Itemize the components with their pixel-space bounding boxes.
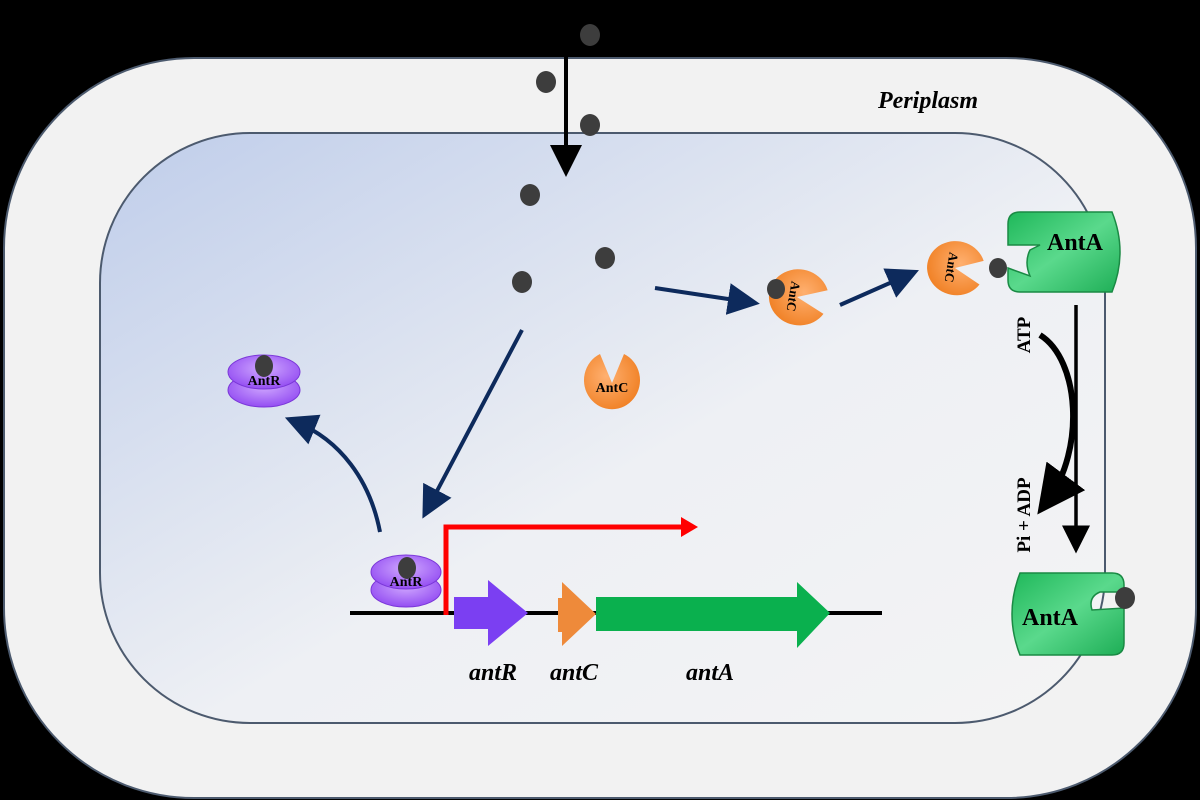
gene-label-antr: antR: [469, 660, 517, 686]
molecule: [536, 71, 556, 93]
molecule: [989, 258, 1007, 278]
antr-released: AntR: [227, 354, 301, 408]
pathway-arrows: [284, 268, 919, 533]
atp-hydrolysis-arrow: [1037, 332, 1086, 515]
antc-bound: AntC: [768, 269, 828, 326]
molecule: [512, 271, 532, 293]
atp-label: ATP: [1014, 316, 1035, 353]
antr-bound: AntR: [370, 554, 442, 608]
molecule: [1115, 587, 1135, 609]
promoter-arrow: [443, 524, 683, 615]
svg-text:AntC: AntC: [942, 251, 962, 283]
gene-antc: [558, 582, 596, 646]
periplasm-label: Periplasm: [877, 88, 978, 114]
substrate-molecules: [512, 24, 615, 293]
antc-label: AntC: [596, 381, 629, 396]
antc-delivering: AntC: [927, 241, 984, 296]
molecule: [580, 24, 600, 46]
molecule: [520, 184, 540, 206]
svg-text:AntR: AntR: [248, 374, 282, 389]
anta-label: AntA: [1047, 230, 1104, 256]
molecule: [580, 114, 600, 136]
arrow-to-antr: [422, 329, 524, 519]
svg-text:AntR: AntR: [390, 575, 424, 590]
gene-label-antc: antC: [550, 660, 599, 686]
anta-transporter-open-inward: AntA: [1007, 211, 1121, 293]
svg-text:AntC: AntC: [784, 280, 804, 312]
gene-label-anta: antA: [686, 660, 734, 686]
gene-anta: [596, 582, 830, 648]
antc-free: AntC: [584, 354, 641, 410]
molecule: [767, 279, 785, 299]
svg-text:AntA: AntA: [1022, 605, 1079, 631]
arrow-to-antc: [654, 283, 760, 315]
molecule: [595, 247, 615, 269]
anta-transporter-open-outward: AntA: [1011, 572, 1125, 656]
arrow-antr-release: [284, 414, 382, 533]
promoter-arrowhead: [681, 517, 698, 537]
pi-adp-label: Pi + ADP: [1014, 477, 1035, 553]
cytoplasm-membrane: [99, 132, 1106, 724]
arrow-to-anta: [839, 268, 919, 307]
gene-antr: [454, 580, 528, 646]
